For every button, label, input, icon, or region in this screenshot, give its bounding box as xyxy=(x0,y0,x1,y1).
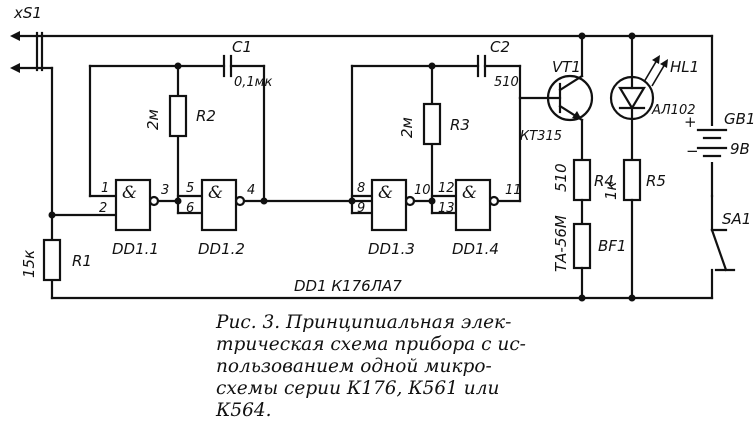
r2-name: R2 xyxy=(196,107,216,125)
gate-dd1-1: & 1 2 3 DD1.1 xyxy=(50,64,180,258)
dd1-3-pin-10: 10 xyxy=(414,183,431,198)
gb1-minus: − xyxy=(686,142,699,160)
r5-value: 1к xyxy=(602,181,620,200)
top-rail xyxy=(40,34,714,198)
hl1-type: АЛ102 xyxy=(651,103,695,118)
r4-value: 510 xyxy=(552,163,570,192)
r2-value: 2м xyxy=(144,109,162,130)
dd1-2-label: DD1.2 xyxy=(198,240,245,258)
caption-line-1: Рис. 3. Принципиальная элек- xyxy=(216,312,512,333)
earphone-bf1: BF1 ТА-56М xyxy=(552,215,626,302)
r1-value: 15к xyxy=(20,250,38,278)
caption-line-4: схемы серии К176, К561 или xyxy=(216,378,500,399)
dd1-4-pin-13: 13 xyxy=(438,201,455,216)
resistor-r1: R1 15к xyxy=(20,211,92,282)
gb1-plus: + xyxy=(684,113,697,131)
vt1-type: КТ315 xyxy=(520,129,562,144)
chip-label: DD1 К176ЛА7 xyxy=(294,277,402,295)
c2-name: C2 xyxy=(490,38,510,56)
gate-dd1-2: & 5 6 4 DD1.2 xyxy=(174,62,374,258)
dd1-3-symbol: & xyxy=(378,183,393,203)
resistor-r5: R5 1к xyxy=(602,158,666,302)
dd1-2-pin-4: 4 xyxy=(247,183,255,198)
battery-gb1: + − GB1 9В xyxy=(684,110,754,162)
capacitor-c2: C2 510 xyxy=(350,38,522,100)
dd1-3-label: DD1.3 xyxy=(368,240,415,258)
dd1-1-label: DD1.1 xyxy=(112,240,159,258)
dd1-1-pin-1: 1 xyxy=(101,181,109,196)
dd1-4-symbol: & xyxy=(462,183,477,203)
dd1-4-pin-11: 11 xyxy=(505,183,522,198)
c1-value: 0,1мк xyxy=(234,75,272,90)
led-hl1: HL1 АЛ102 xyxy=(609,32,699,162)
hl1-name: HL1 xyxy=(670,58,699,76)
dd1-2-pin-5: 5 xyxy=(186,181,194,196)
r5-name: R5 xyxy=(646,172,666,190)
gb1-value: 9В xyxy=(730,140,750,158)
resistor-r4: 510 R4 xyxy=(552,158,614,226)
resistor-r2: R2 2м xyxy=(144,94,216,138)
dd1-4-label: DD1.4 xyxy=(452,240,499,258)
dd1-2-pin-6: 6 xyxy=(186,201,194,216)
gb1-name: GB1 xyxy=(724,110,754,128)
bf1-name: BF1 xyxy=(598,237,626,255)
figure-caption: Рис. 3. Принципиальная элек- трическая с… xyxy=(216,312,556,422)
transistor-vt1: VT1 КТ315 xyxy=(518,32,594,162)
capacitor-c1: C1 0,1мк xyxy=(88,38,272,203)
dd1-3-pin-9: 9 xyxy=(357,201,365,216)
gate-dd1-3: & 8 9 10 DD1.3 xyxy=(348,64,434,258)
caption-line-3: пользованием одной микро- xyxy=(216,356,492,377)
dd1-4-pin-12: 12 xyxy=(438,181,455,196)
c2-value: 510 xyxy=(494,75,519,90)
r3-name: R3 xyxy=(450,116,470,134)
gate-dd1-4: & 12 13 11 DD1.4 xyxy=(428,62,522,258)
dd1-1-pin-3: 3 xyxy=(161,183,169,198)
bf1-type: ТА-56М xyxy=(552,215,570,272)
c1-name: C1 xyxy=(232,38,252,56)
vt1-name: VT1 xyxy=(552,58,581,76)
r1-name: R1 xyxy=(72,252,92,270)
dd1-1-symbol: & xyxy=(122,183,137,203)
caption-line-2: трическая схема прибора с ис- xyxy=(216,334,526,355)
connector-label: xS1 xyxy=(13,4,42,22)
r3-value: 2м xyxy=(398,117,416,138)
dd1-3-pin-8: 8 xyxy=(357,181,365,196)
caption-line-5: К564. xyxy=(216,400,272,421)
resistor-r3: R3 2м xyxy=(398,102,470,146)
switch-sa1: SA1 xyxy=(710,194,751,300)
sa1-name: SA1 xyxy=(722,210,751,228)
dd1-2-symbol: & xyxy=(208,183,223,203)
dd1-1-pin-2: 2 xyxy=(99,201,107,216)
r4-name: R4 xyxy=(594,172,614,190)
